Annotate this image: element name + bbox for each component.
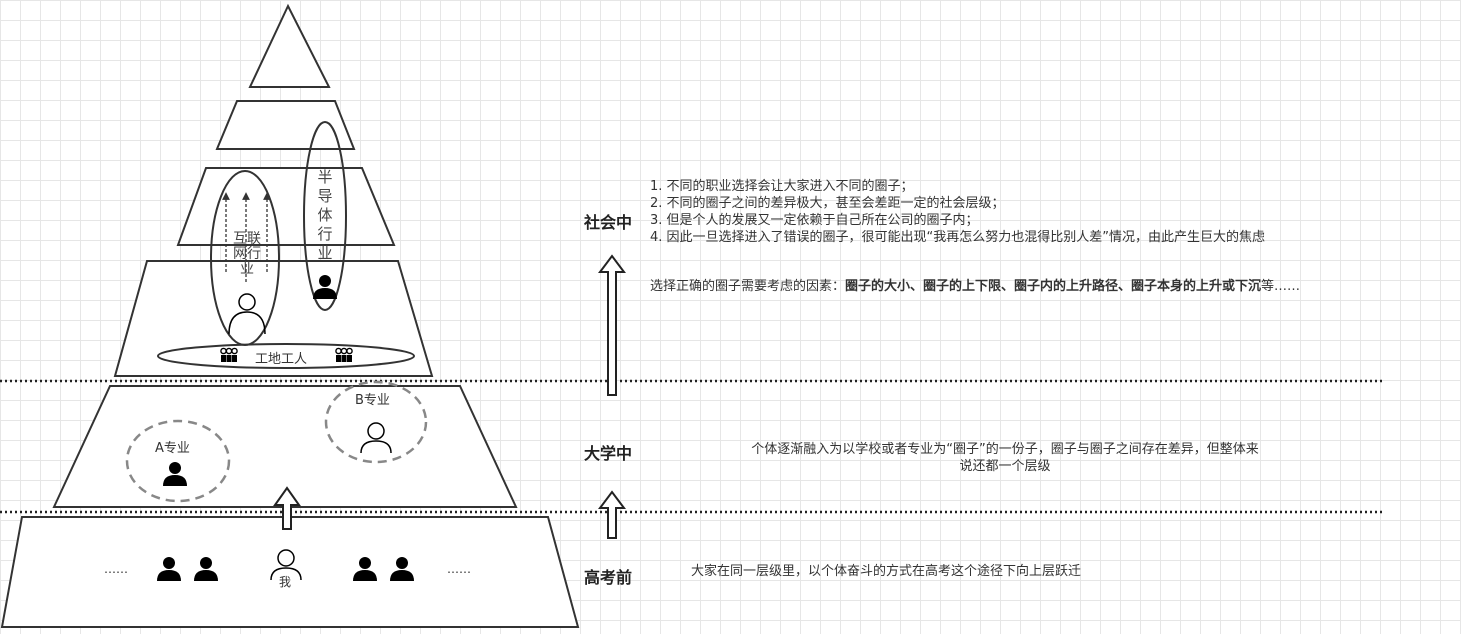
university-text-line-1: 个体逐渐融入为以学校或者专业为“圈子”的一份子，圈子与圈子之间存在差异，但整体来 <box>751 442 1259 457</box>
society-point-3: 3. 但是个人的发展又一定依赖于自己所在公司的圈子内； <box>650 213 979 228</box>
stage-arrow-before-exam <box>598 490 626 539</box>
ellipsis-right: …… <box>447 562 471 576</box>
tier-society-2 <box>215 100 356 150</box>
society-factors-bold: 圈子的大小、圈子的上下限、圈子内的上升路径、圈子本身的上升或下沉 <box>845 279 1262 294</box>
tier-society-3 <box>176 167 396 246</box>
society-factors-suffix: 等…… <box>1261 279 1301 294</box>
stage-label-university: 大学中 <box>584 444 633 463</box>
major-b-circle <box>324 380 428 464</box>
major-a-circle <box>125 419 231 503</box>
semiconductor-industry-circle <box>303 121 347 311</box>
society-point-2: 2. 不同的圈子之间的差异极大，甚至会差距一定的社会层级； <box>650 196 1005 211</box>
exam-to-university-arrow <box>273 486 301 530</box>
tier-exam <box>0 516 580 628</box>
society-point-4: 4. 因此一旦选择进入了错误的圈子，很可能出现“我再怎么努力也混得比别人差”情况… <box>650 230 1266 245</box>
major-b-label: B专业 <box>355 393 390 408</box>
society-factors: 选择正确的圈子需要考虑的因素：圈子的大小、圈子的上下限、圈子内的上升路径、圈子本… <box>650 279 1300 296</box>
internet-person-body-icon <box>228 311 266 335</box>
before-exam-text: 大家在同一层级里，以个体奋斗的方式在高考这个途径下向上层跃迁 <box>691 564 1082 579</box>
construction-workers-label: 工地工人 <box>255 352 308 367</box>
ellipsis-left: …… <box>104 562 128 576</box>
construction-workers-circle <box>157 343 415 369</box>
semiconductor-industry-label: 半导体行业 <box>317 168 333 262</box>
university-text-line-2: 说还都一个层级 <box>959 458 1051 474</box>
stage-label-before-exam: 高考前 <box>584 568 633 587</box>
university-text: 个体逐渐融入为以学校或者专业为“圈子”的一份子，圈子与圈子之间存在差异，但整体来… <box>660 442 1350 475</box>
tier-top <box>248 3 331 88</box>
major-a-label: A专业 <box>155 441 190 456</box>
me-label: 我 <box>279 575 292 589</box>
tier-university <box>52 385 518 508</box>
internet-industry-label: 互联网行业 <box>233 231 261 277</box>
society-point-1: 1. 不同的职业选择会让大家进入不同的圈子； <box>650 179 914 194</box>
stage-label-society: 社会中 <box>584 213 633 232</box>
society-factors-prefix: 选择正确的圈子需要考虑的因素： <box>650 279 846 294</box>
internet-person-head-icon <box>238 293 256 311</box>
stage-arrow-university <box>598 254 626 396</box>
